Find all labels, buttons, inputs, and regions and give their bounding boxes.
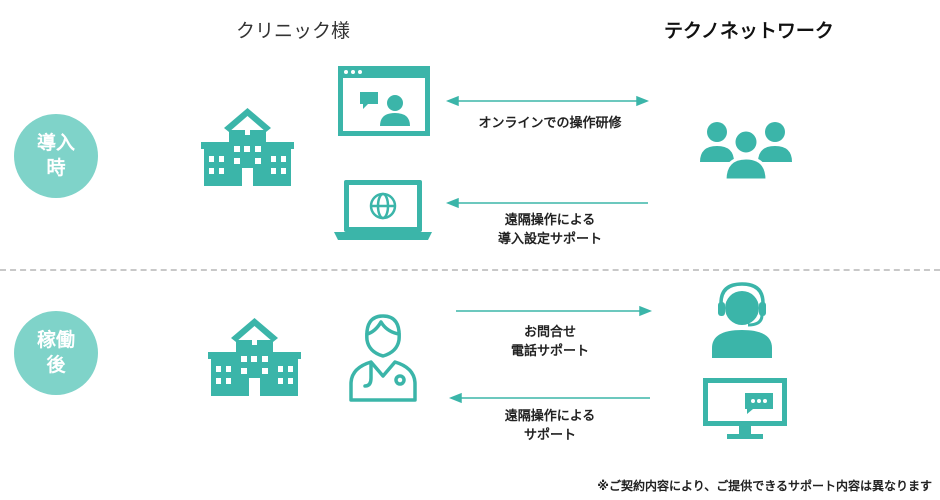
headset-operator-icon <box>712 282 772 358</box>
phase-divider <box>0 269 940 271</box>
hospital-icon <box>208 318 301 396</box>
online-training-label: オンラインでの操作研修 <box>478 116 622 131</box>
remote-setup-label: 遠隔操作による 導入設定サポート <box>497 213 602 247</box>
laptop-globe-icon <box>334 180 432 240</box>
video-call-icon <box>338 66 430 136</box>
inquiry-label: お問合せ 電話サポート <box>510 325 589 359</box>
vendor-header: テクノネットワーク <box>664 20 834 42</box>
team-icon <box>700 122 792 182</box>
footnote: ※ご契約内容により、ご提供できるサポート内容は異なります <box>597 479 932 493</box>
hospital-icon <box>201 108 294 186</box>
monitor-chat-icon <box>703 378 787 439</box>
clinic-header: クリニック様 <box>236 20 351 42</box>
phase-before-circle: 導入 時 <box>14 114 98 198</box>
phase-after-circle: 稼働 後 <box>14 311 98 395</box>
remote-support-label: 遠隔操作による サポート <box>504 409 596 443</box>
nurse-icon <box>349 314 417 402</box>
